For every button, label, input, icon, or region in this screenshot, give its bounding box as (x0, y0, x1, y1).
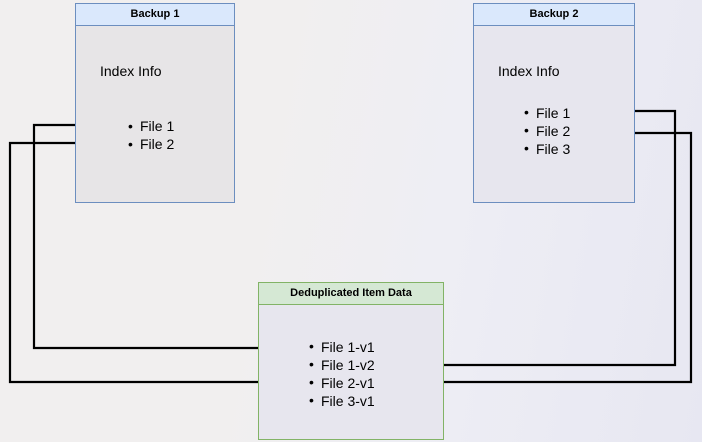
backup-1-file-list: File 1 File 2 (124, 118, 174, 153)
backup-1-box[interactable]: Backup 1 Index Info File 1 File 2 (75, 3, 235, 203)
list-item: File 3 (524, 140, 570, 158)
backup-1-body: Index Info File 1 File 2 (76, 26, 234, 202)
list-item: File 1-v1 (309, 338, 375, 356)
backup-1-title: Backup 1 (76, 4, 234, 26)
list-item: File 1 (128, 118, 174, 136)
backup-2-box[interactable]: Backup 2 Index Info File 1 File 2 File 3 (473, 3, 635, 203)
dedup-title: Deduplicated Item Data (259, 283, 443, 305)
dedup-body: File 1-v1 File 1-v2 File 2-v1 File 3-v1 (259, 305, 443, 439)
list-item: File 2 (524, 122, 570, 140)
backup-2-body: Index Info File 1 File 2 File 3 (474, 26, 634, 202)
list-item: File 1-v2 (309, 356, 375, 374)
list-item: File 2-v1 (309, 374, 375, 392)
list-item: File 1 (524, 104, 570, 122)
deduplicated-item-data-box[interactable]: Deduplicated Item Data File 1-v1 File 1-… (258, 282, 444, 440)
dedup-file-list: File 1-v1 File 1-v2 File 2-v1 File 3-v1 (305, 338, 375, 410)
backup-1-index-label: Index Info (100, 63, 162, 79)
list-item: File 2 (128, 136, 174, 154)
list-item: File 3-v1 (309, 392, 375, 410)
backup-2-title: Backup 2 (474, 4, 634, 26)
backup-2-index-label: Index Info (498, 63, 560, 79)
backup-2-file-list: File 1 File 2 File 3 (520, 104, 570, 158)
